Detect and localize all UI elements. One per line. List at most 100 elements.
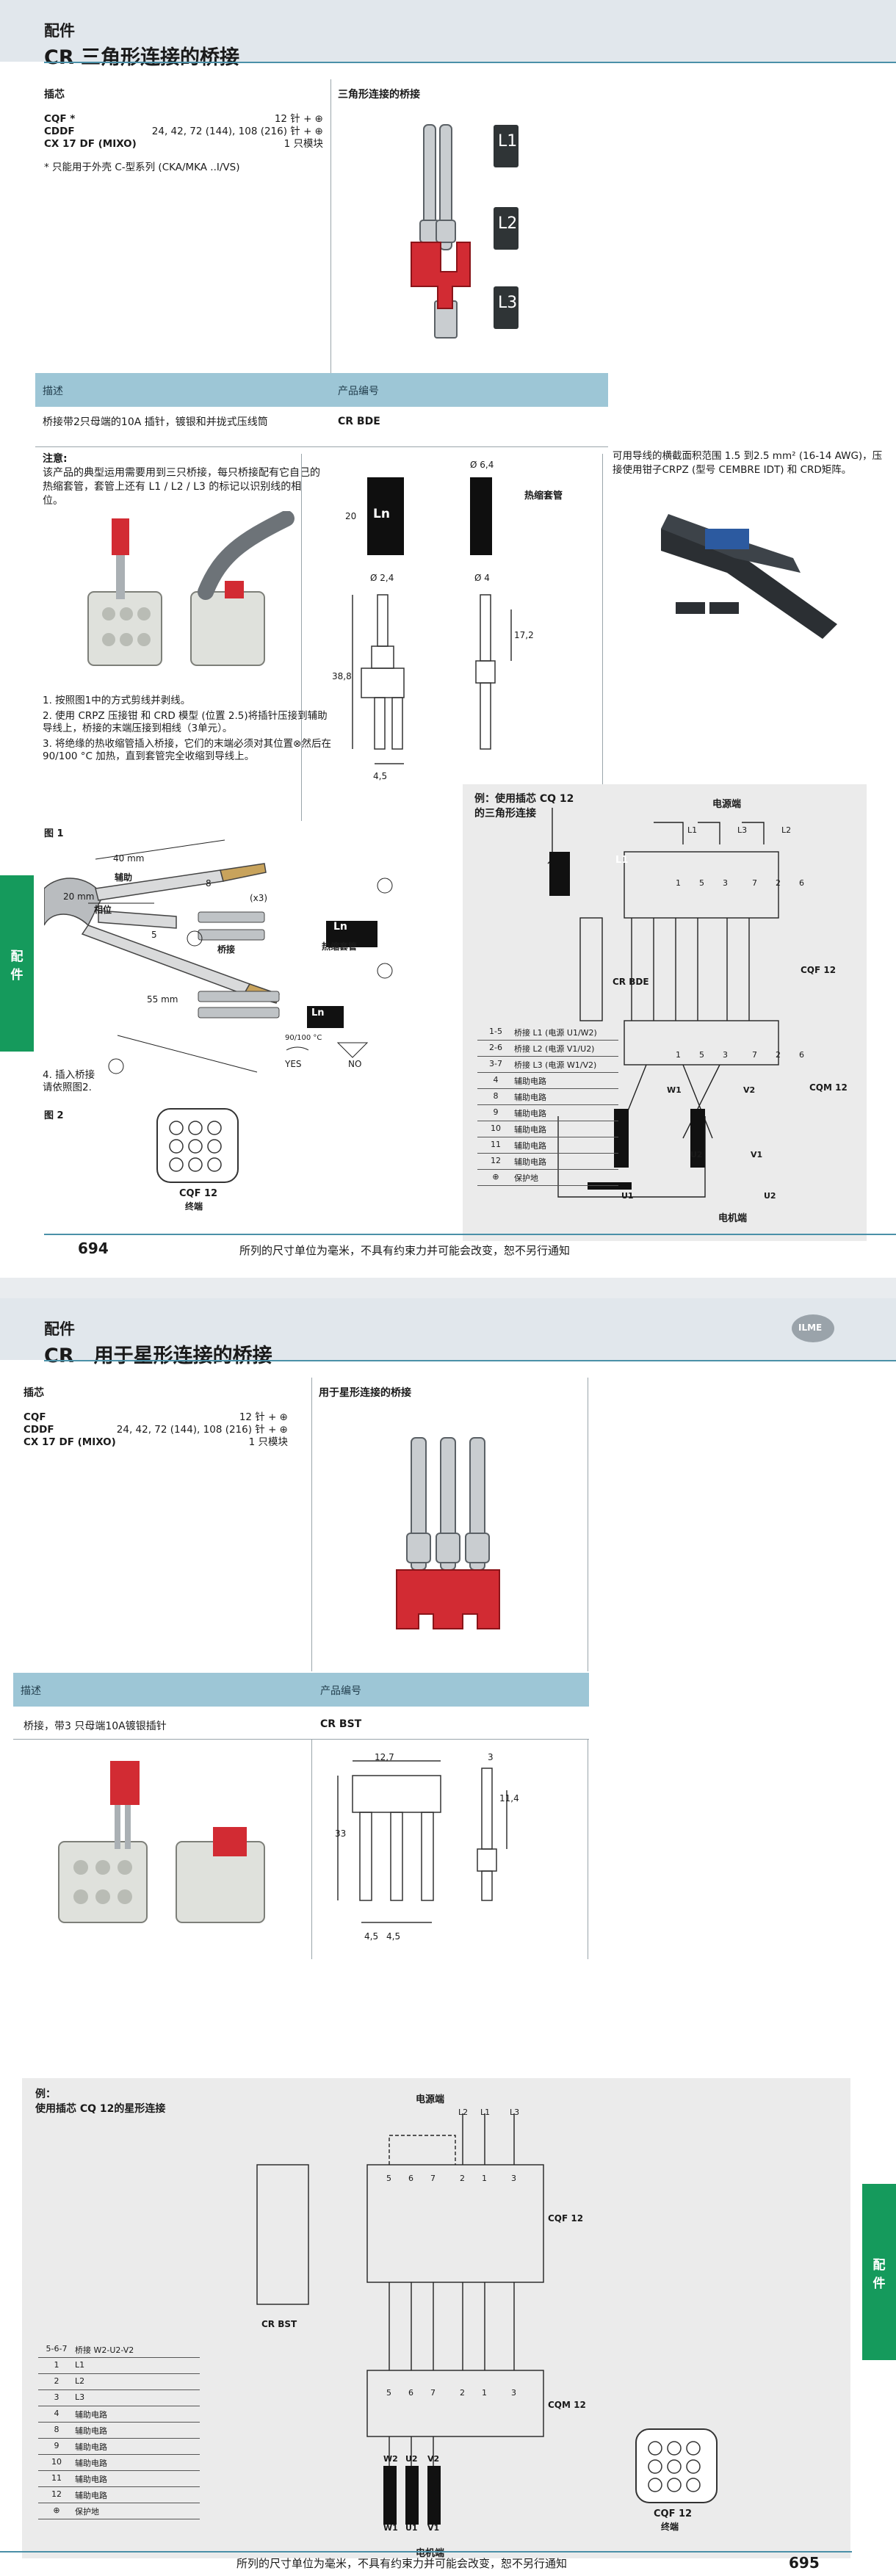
note-text: 该产品的典型运用需要用到三只桥接，每只桥接配有它自己的热缩套管，套管上还有 L1… (43, 467, 320, 507)
col-code: 产品编号 (320, 1685, 361, 1697)
ln-label: Ln (373, 507, 390, 521)
dim-pin-w: 4,5 (373, 771, 388, 781)
ln-sleeve-shape: Ln (367, 477, 404, 555)
dim-h2: 11,4 (499, 1793, 519, 1803)
inserts-list: CQF 12 针 + ⊕ CDDF 24, 42, 72 (144), 108 … (24, 1411, 288, 1451)
insert-spec: 1 只模块 (248, 1436, 288, 1448)
fig1-no: NO (348, 1059, 362, 1069)
l1-tag: L1 (615, 855, 629, 866)
page-number: 695 (789, 2554, 820, 2572)
fig2-caption1: CQF 12 (179, 1188, 218, 1199)
insert-name: CDDF (24, 1424, 54, 1436)
footer-rule (0, 2551, 852, 2553)
fig1-temp: 90/100 °C (285, 1034, 322, 1042)
fig1-aux: 辅助 (115, 872, 133, 883)
item-code: CR BST (320, 1718, 362, 1730)
note-title: 注意: (43, 453, 68, 465)
insert-name: CDDF (44, 126, 75, 137)
cqf12-face (635, 2428, 718, 2503)
bridge-photo (411, 124, 471, 339)
star-wiring-diagram (256, 2113, 544, 2525)
fig2-label: 图 2 (44, 1110, 64, 1121)
line-l2: L2 (781, 825, 792, 835)
product-heading: 用于星形连接的桥接 (319, 1387, 411, 1399)
power-side-label: 电源端 (712, 799, 742, 810)
star-windings-top: W2 U2 V2 (383, 2454, 440, 2464)
brand-logo: ILME (792, 1314, 834, 1342)
col-desc: 描述 (43, 386, 63, 397)
sleeve-shape (470, 477, 492, 555)
motor-side-label: 电机端 (416, 2548, 445, 2559)
page-title: CR 三角形连接的桥接 (44, 46, 240, 69)
example-title: 例：使用插芯 CQ 12 的三角形连接 (474, 793, 574, 820)
insert-spec: 24, 42, 72 (144), 108 (216) 针 + ⊕ (151, 126, 323, 137)
step-2: 2. 使用 CRPZ 压接钳 和 CRD 模型 (位置 2.5)将插针压接到辅助… (43, 710, 328, 734)
divider (311, 1378, 312, 1671)
insert-spec: 24, 42, 72 (144), 108 (216) 针 + ⊕ (116, 1424, 288, 1436)
divider (330, 79, 331, 373)
delta-bottom-pins: 1 5 3 7 2 6 (676, 1050, 804, 1060)
fig-caption1: CQF 12 (654, 2508, 693, 2519)
tag-l2: L2 (494, 207, 519, 250)
fig2-cqf12-face (156, 1108, 239, 1183)
footer-note: 所列的尺寸单位为毫米，不具有约束力并可能会改变，恕不另行通知 (239, 1244, 571, 1257)
fig1-x3: (x3) (250, 893, 268, 903)
fig1-bridge: 桥接 (217, 944, 236, 955)
page-title: CR 用于星形连接的桥接 (44, 1345, 272, 1367)
inserts-heading: 插芯 (24, 1387, 44, 1399)
power-side-label: 电源端 (416, 2094, 445, 2105)
footer-note: 所列的尺寸单位为毫米，不具有约束力并可能会改变，恕不另行通知 (236, 2557, 568, 2570)
fig1-d8: 8 (206, 878, 212, 889)
item-description: 桥接带2只母端的10A 插针，镀银和并拢式压线筒 (43, 416, 268, 428)
star-bottom-pins: 5 6 7 2 1 3 (386, 2388, 516, 2398)
inserts-footnote: * 只能用于外壳 C-型系列 (CKA/MKA ..I/VS) (44, 162, 240, 173)
example-title: 例： 使用插芯 CQ 12的星形连接 (35, 2088, 166, 2115)
cqf-label: CQF 12 (548, 2213, 584, 2224)
fig-caption2: 终端 (661, 2522, 679, 2532)
item-code: CR BDE (338, 416, 380, 427)
dim-sleeve-d: Ø 6,4 (470, 460, 494, 470)
cqm-label: CQM 12 (809, 1082, 848, 1093)
fig1-ln: Ln (333, 921, 347, 933)
line-l1: L1 (687, 825, 698, 835)
tool-text: 可用导线的横截面积范围 1.5 到2.5 mm² (16-14 AWG)，压接使… (613, 450, 883, 476)
star-top-pins: 5 6 7 2 1 3 (386, 2174, 516, 2183)
table-header-bar: 描述 产品编号 (13, 1673, 589, 1707)
catalog-page-694: 配件 CR 三角形连接的桥接 插芯 CQF * 12 针 + ⊕ CDDF 24… (0, 0, 896, 1278)
winding-u2: U2 (690, 1150, 703, 1159)
insert-name: CX 17 DF (MIXO) (44, 138, 137, 150)
dim-p2: 4,5 (386, 1931, 401, 1942)
note-block: 注意: 该产品的典型运用需要用到三只桥接，每只桥接配有它自己的热缩套管，套管上还… (43, 452, 322, 508)
product-heading: 三角形连接的桥接 (338, 89, 420, 101)
row-rule (13, 1739, 589, 1740)
item-description: 桥接，带3 只母端10A镀银插针 (24, 1721, 167, 1732)
side-tab: 配件 (0, 875, 34, 1052)
insert-spec: 1 只模块 (283, 138, 323, 150)
star-bridge-photo (396, 1437, 500, 1629)
header-rule (44, 62, 896, 63)
fig1-d5: 5 (151, 930, 157, 940)
insert-name: CQF * (44, 113, 76, 125)
col-desc: 描述 (21, 1685, 41, 1697)
step-1: 1. 按照图1中的方式剪线并剥线。 (43, 695, 191, 706)
col-code: 产品编号 (338, 386, 379, 397)
fig1-d40: 40 mm (113, 853, 145, 864)
sleeve-label: 热缩套管 (524, 491, 563, 502)
page-header: 配件 CR 三角形连接的桥接 (0, 0, 896, 69)
dim-h: 33 (335, 1828, 347, 1839)
dim-pin-d2: Ø 4 (474, 573, 490, 583)
section-label: 配件 (44, 22, 75, 40)
page-header: 配件 CR 用于星形连接的桥接 ILME (0, 1298, 896, 1367)
footer-rule (44, 1234, 896, 1235)
inserts-list: CQF * 12 针 + ⊕ CDDF 24, 42, 72 (144), 10… (44, 113, 323, 153)
fig2-caption2: 终端 (185, 1201, 203, 1212)
dim-w: 12,7 (375, 1752, 394, 1762)
example-box (463, 784, 867, 1241)
tag-l1: L1 (494, 125, 519, 167)
table-header-bar: 描述 产品编号 (35, 373, 608, 407)
tag-l3: L3 (494, 286, 519, 329)
fig1-sleeve: 热缩套管 (322, 941, 358, 952)
cr-label: CR BST (261, 2319, 297, 2329)
